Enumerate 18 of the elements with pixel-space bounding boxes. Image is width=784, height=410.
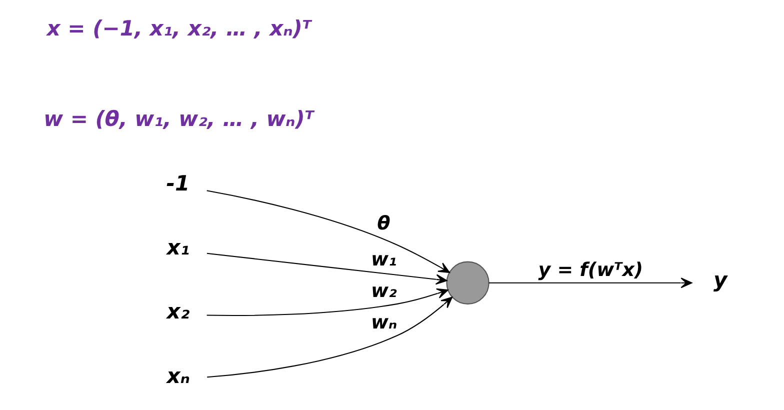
node-text: x₂: [166, 298, 190, 324]
node-text: xₙ: [166, 362, 190, 388]
label: w = (θ, w₁, w₂, … , wₙ)ᵀ: [44, 106, 314, 132]
edge-label: w₁: [370, 248, 397, 270]
arrow: [206, 252, 448, 285]
edge-label: y = f(wᵀx): [538, 258, 644, 281]
node-text: x₁: [166, 234, 190, 260]
edge-label: wₙ: [370, 312, 398, 334]
node-text: y: [714, 267, 728, 292]
arrow: [207, 296, 453, 378]
edge-label: w₂: [370, 280, 397, 302]
label: x = (−1, x₁, x₂, … , xₙ)ᵀ: [46, 16, 312, 41]
arrow: [206, 190, 450, 273]
node-text: -1: [166, 170, 190, 196]
edge-label: θ: [377, 212, 390, 235]
arrow: [206, 288, 448, 316]
node-circle: [446, 261, 490, 304]
arrow: [488, 278, 692, 288]
